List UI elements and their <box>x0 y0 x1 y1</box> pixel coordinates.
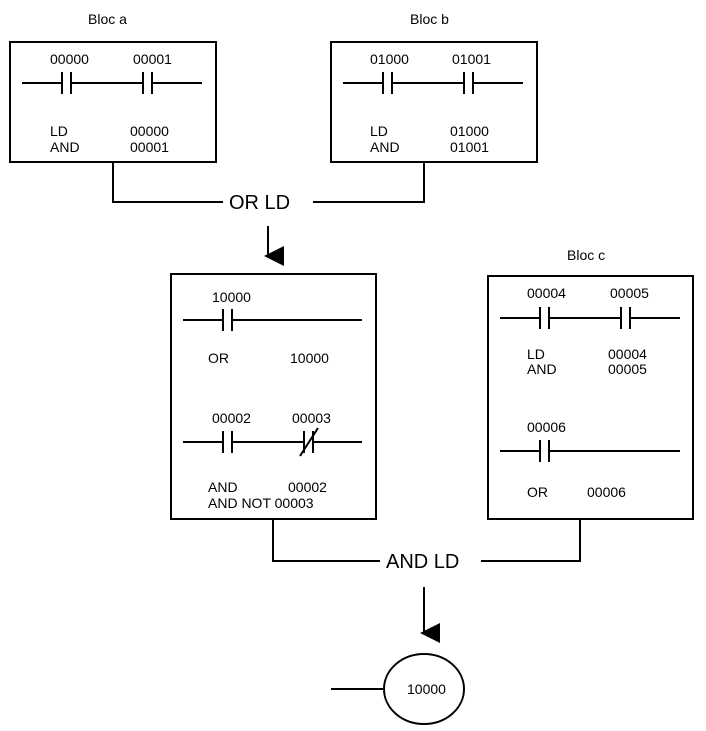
bloc-c-frame <box>487 275 694 520</box>
bloc-c-instr1: LD <box>527 346 545 362</box>
bloc-b-contact1-label: 01000 <box>370 51 409 67</box>
bloc-b-rung <box>343 72 523 94</box>
bloc-c: Bloc c 00004 00005 LD 00004 AND 00005 00… <box>487 247 694 520</box>
bloc-b-operand1: 01000 <box>450 123 489 139</box>
bloc-b: Bloc b 01000 01001 LD 01000 AND 01001 <box>330 11 538 163</box>
bloc-c-instr3: OR <box>527 484 548 500</box>
bloc-c-contact2-label: 00005 <box>610 285 649 301</box>
combined-operand1: 10000 <box>290 350 329 366</box>
bloc-a-contact2-label: 00001 <box>133 51 172 67</box>
combined-contact1-label: 10000 <box>212 289 251 305</box>
bloc-a-contact1-label: 00000 <box>50 51 89 67</box>
bloc-c-operand2: 00005 <box>608 361 647 377</box>
or-ld-connector: OR LD <box>112 162 425 266</box>
bloc-b-contact2-label: 01001 <box>452 51 491 67</box>
combined-instr1: OR <box>208 350 229 366</box>
bloc-b-instr2: AND <box>370 139 400 155</box>
bloc-a-frame <box>9 41 217 163</box>
combined-contact2-label: 00002 <box>212 410 251 426</box>
output-coil: 10000 <box>331 653 465 725</box>
bloc-c-operand1: 00004 <box>608 346 647 362</box>
combined-rung-1 <box>183 309 362 331</box>
bloc-a-operand1: 00000 <box>130 123 169 139</box>
combined-operand2: 00002 <box>288 479 327 495</box>
bloc-a-instr2: AND <box>50 139 80 155</box>
bloc-c-rung-1 <box>500 307 680 329</box>
combined-rung-2 <box>183 427 362 457</box>
output-coil-label: 10000 <box>407 681 446 697</box>
bloc-a: Bloc a 00000 00001 LD 00000 AND 00001 <box>9 11 217 163</box>
bloc-b-title: Bloc b <box>410 11 449 27</box>
bloc-c-title: Bloc c <box>567 247 605 263</box>
combined-block: 10000 OR 10000 00002 00003 AND 00002 AND… <box>170 273 377 520</box>
combined-contact3-label: 00003 <box>292 410 331 426</box>
or-ld-label: OR LD <box>229 192 290 214</box>
combined-instr3: AND NOT 00003 <box>208 495 314 511</box>
bloc-b-frame <box>330 41 538 163</box>
bloc-b-instr1: LD <box>370 123 388 139</box>
bloc-c-rung-2 <box>500 440 680 462</box>
bloc-a-rung <box>22 72 202 94</box>
bloc-c-contact1-label: 00004 <box>527 285 566 301</box>
and-ld-label: AND LD <box>386 551 459 573</box>
bloc-a-title: Bloc a <box>88 11 127 27</box>
bloc-c-contact3-label: 00006 <box>527 419 566 435</box>
combined-block-frame <box>170 273 377 520</box>
and-ld-connector: AND LD <box>272 519 581 643</box>
bloc-c-operand3: 00006 <box>587 484 626 500</box>
combined-instr2: AND <box>208 479 238 495</box>
bloc-b-operand2: 01001 <box>450 139 489 155</box>
bloc-a-instr1: LD <box>50 123 68 139</box>
output-coil-icon <box>383 653 465 725</box>
bloc-c-instr2: AND <box>527 361 557 377</box>
bloc-a-operand2: 00001 <box>130 139 169 155</box>
